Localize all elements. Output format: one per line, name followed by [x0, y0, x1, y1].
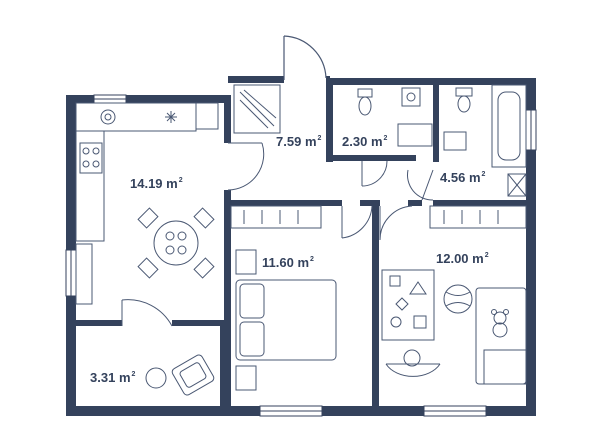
entrance-door	[283, 35, 327, 80]
wardrobe-icon	[230, 205, 527, 229]
dining-table-icon	[137, 207, 215, 279]
toilet-area-label: 2.30 m2	[342, 134, 388, 149]
kids-desk-icon	[385, 349, 441, 377]
ball-icon	[443, 284, 473, 314]
bathroom-area-label: 4.56 m2	[440, 170, 486, 185]
interior-doors	[121, 142, 434, 327]
single-bed-icon	[475, 287, 527, 385]
kitchen-counter	[75, 102, 219, 305]
hall-area-label: 7.59 m2	[276, 134, 322, 149]
play-mat-icon	[381, 269, 435, 341]
bathtub-icon	[443, 84, 527, 197]
hall-wardrobe	[233, 84, 281, 134]
teddy-bear-icon	[491, 309, 509, 338]
kids-room-area-label: 12.00 m2	[436, 251, 489, 266]
double-bed-icon	[235, 249, 337, 391]
snowflake-icon	[165, 111, 177, 123]
armchair-icon	[145, 354, 215, 396]
kitchen-area-label: 14.19 m2	[130, 176, 183, 191]
balcony-area-label: 3.31 m2	[90, 370, 136, 385]
walls	[66, 76, 536, 416]
stove-icon	[79, 142, 103, 174]
bedroom-area-label: 11.60 m2	[262, 255, 314, 270]
toilet-icon	[357, 87, 433, 147]
